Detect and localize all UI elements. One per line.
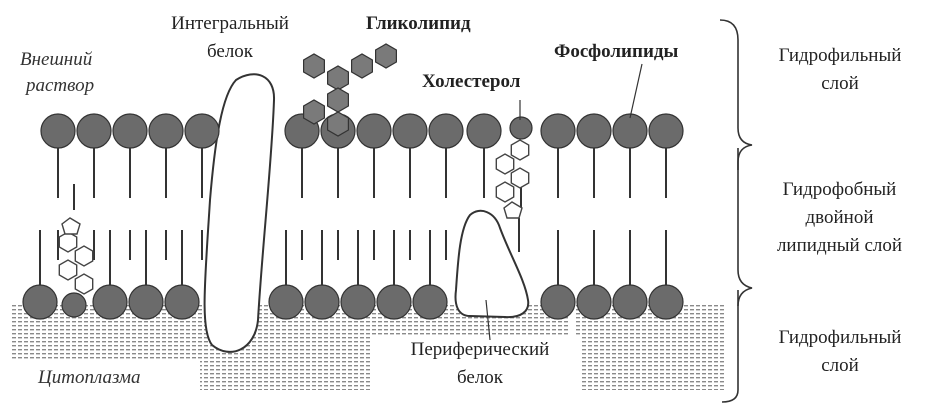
cholesterol-head — [62, 293, 86, 317]
phospholipid-head — [577, 114, 611, 148]
phospholipid-head — [649, 285, 683, 319]
phospholipid-heads — [23, 114, 683, 319]
phospholipid-head — [165, 285, 199, 319]
cholesterol-ring — [75, 246, 92, 266]
cholesterol-ring — [75, 274, 92, 294]
glycolipid-label: Гликолипид — [366, 12, 471, 35]
cytoplasm-label: Цитоплазма — [38, 366, 141, 389]
phospholipid-head — [41, 114, 75, 148]
phospholipid-head — [129, 285, 163, 319]
phospholipid-head — [377, 285, 411, 319]
phospholipid-head — [149, 114, 183, 148]
zone-hydrophobic-line3: липидный слой — [752, 234, 927, 258]
zone-top-hydrophilic-line2: слой — [755, 72, 925, 96]
cholesterol-ring — [496, 182, 513, 202]
outer-solution-label-line1: Внешний — [20, 48, 92, 71]
zone-top-hydrophilic-line1: Гидрофильный — [755, 44, 925, 68]
cholesterol-ring — [59, 260, 76, 280]
peripheral-protein-shape — [456, 211, 529, 317]
cholesterol-ring — [62, 218, 80, 234]
phospholipid-head — [341, 285, 375, 319]
outer-solution-label-line2: раствор — [26, 74, 94, 97]
phospholipid-head — [541, 285, 575, 319]
phospholipid-head — [413, 285, 447, 319]
phospholipid-head — [23, 285, 57, 319]
phospholipid-head — [185, 114, 219, 148]
integral-protein-label-line2: белок — [150, 40, 310, 63]
glycolipid-sugar — [328, 88, 349, 112]
cholesterol-head — [510, 117, 532, 139]
integral-protein-label-line1: Интегральный — [150, 12, 310, 35]
peripheral-protein-label-line2: белок — [380, 366, 580, 389]
glycolipid-sugar — [352, 54, 373, 78]
phospholipid-head — [357, 114, 391, 148]
phospholipid-head — [305, 285, 339, 319]
zone-bottom-hydrophilic-line2: слой — [755, 354, 925, 378]
phospholipid-head — [467, 114, 501, 148]
phospholipid-head — [429, 114, 463, 148]
phospholipid-head — [113, 114, 147, 148]
phospholipid-head — [393, 114, 427, 148]
glycolipid-sugar — [304, 100, 325, 124]
zone-bottom-hydrophilic-line1: Гидрофильный — [755, 326, 925, 350]
phospholipids-label: Фосфолипиды — [554, 40, 678, 63]
phospholipid-head — [577, 285, 611, 319]
phospholipid-head — [613, 114, 647, 148]
glycolipid-sugar — [328, 112, 349, 136]
phospholipid-head — [77, 114, 111, 148]
phospholipid-head — [649, 114, 683, 148]
phospholipid-head — [269, 285, 303, 319]
cholesterol-ring — [59, 232, 76, 252]
cholesterol-ring — [511, 168, 528, 188]
phospholipid-head — [613, 285, 647, 319]
peripheral-protein-label-line1: Периферический — [380, 338, 580, 361]
lipid-tails — [40, 148, 666, 285]
glycolipid-sugar — [376, 44, 397, 68]
zone-hydrophobic-line2: двойной — [752, 206, 927, 230]
cholesterol-ring — [511, 140, 528, 160]
glycolipid-sugar — [328, 66, 349, 90]
phospholipid-head — [93, 285, 127, 319]
phospholipid-head — [541, 114, 575, 148]
cholesterol-ring — [496, 154, 513, 174]
cholesterol-ring — [504, 202, 522, 218]
cholesterol-label: Холестерол — [422, 70, 520, 93]
zone-hydrophobic-line1: Гидрофобный — [752, 178, 927, 202]
